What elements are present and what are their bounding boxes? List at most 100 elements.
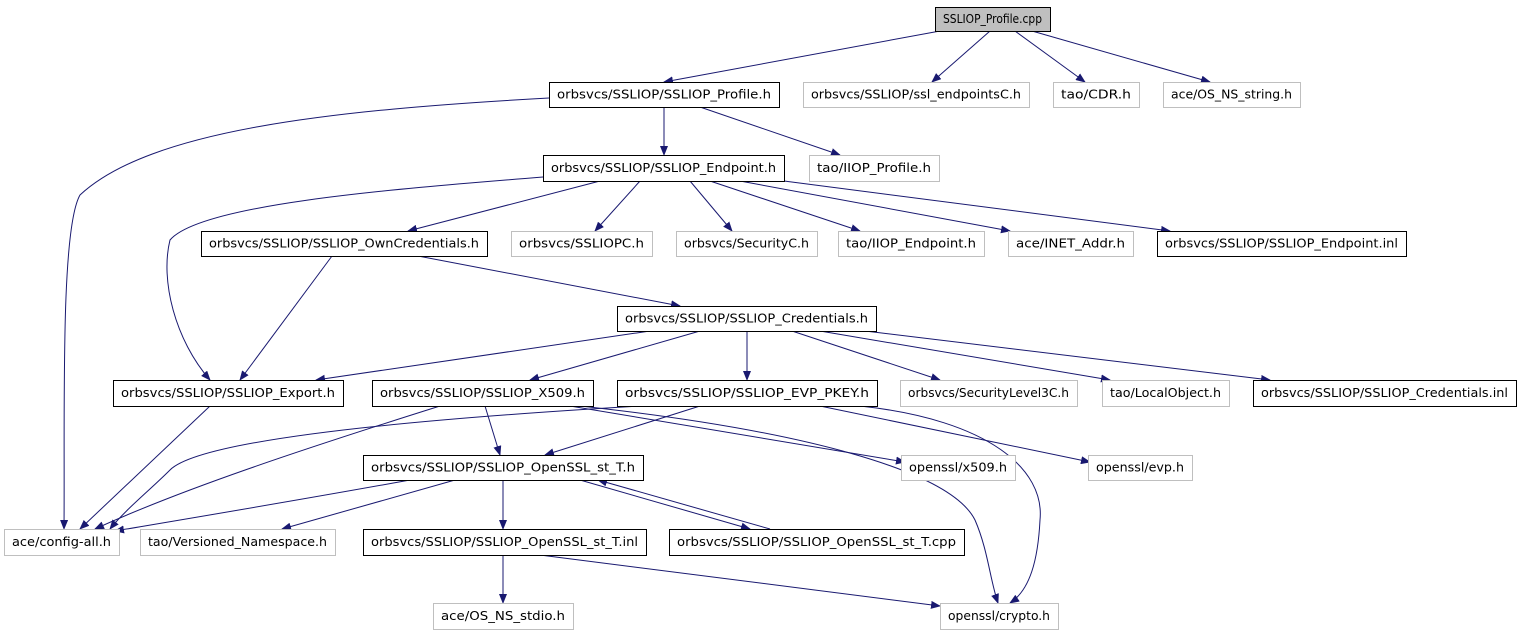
node-openssl_st_h[interactable]: orbsvcs/SSLIOP/SSLIOP_OpenSSL_st_T.h — [363, 455, 644, 481]
node-seclevel3C: orbsvcs/SecurityLevel3C.h — [900, 380, 1078, 407]
node-label: openssl/crypto.h — [948, 609, 1050, 623]
node-cred_inl[interactable]: orbsvcs/SSLIOP/SSLIOP_Credentials.inl — [1253, 380, 1517, 407]
node-label: SSLIOP_Profile.cpp — [943, 12, 1042, 26]
node-endpoint_inl[interactable]: orbsvcs/SSLIOP/SSLIOP_Endpoint.inl — [1157, 231, 1407, 257]
node-label: ace/OS_NS_string.h — [1171, 88, 1292, 102]
node-box — [1253, 380, 1517, 407]
node-box — [1157, 231, 1407, 257]
node-box — [511, 231, 653, 257]
edges-layer — [60, 30, 1271, 609]
node-endpoint_h[interactable]: orbsvcs/SSLIOP/SSLIOP_Endpoint.h — [543, 155, 785, 182]
node-label: openssl/evp.h — [1096, 461, 1184, 475]
edge-x509_h-to-openssl_x509 — [569, 405, 906, 465]
node-openssl_st_cpp[interactable]: orbsvcs/SSLIOP/SSLIOP_OpenSSL_st_T.cpp — [669, 529, 965, 556]
node-box — [676, 231, 818, 257]
node-box — [372, 380, 594, 407]
node-profile_h[interactable]: orbsvcs/SSLIOP/SSLIOP_Profile.h — [549, 82, 780, 108]
node-openssl_crypto: openssl/crypto.h — [940, 603, 1059, 630]
node-localobject: tao/LocalObject.h — [1102, 380, 1230, 407]
node-versioned_ns: tao/Versioned_Namespace.h — [140, 529, 336, 556]
edge-evp_pkey_h-to-openssl_st_h — [544, 405, 701, 457]
edge-endpoint_h-to-export_h — [166, 176, 544, 381]
edge-root-to-cdr — [1014, 30, 1086, 83]
node-openssl_st_inl[interactable]: orbsvcs/SSLIOP/SSLIOP_OpenSSL_st_T.inl — [363, 529, 647, 556]
node-label: orbsvcs/SSLIOP/SSLIOP_OpenSSL_st_T.cpp — [677, 535, 956, 549]
node-openssl_x509: openssl/x509.h — [901, 455, 1016, 481]
node-iiop_profile: tao/IIOP_Profile.h — [809, 155, 940, 182]
node-box — [838, 231, 985, 257]
node-export_h[interactable]: orbsvcs/SSLIOP/SSLIOP_Export.h — [113, 380, 344, 407]
edge-root-to-profile_h — [663, 30, 941, 85]
node-evp_pkey_h[interactable]: orbsvcs/SSLIOP/SSLIOP_EVP_PKEY.h — [617, 380, 878, 407]
node-box — [363, 455, 644, 481]
node-box — [809, 155, 940, 182]
node-box — [140, 529, 336, 556]
node-label: orbsvcs/SSLIOP/SSLIOP_OpenSSL_st_T.h — [371, 461, 635, 475]
node-label: orbsvcs/SSLIOP/SSLIOP_Credentials.h — [625, 312, 868, 326]
node-box — [1088, 455, 1193, 481]
node-ssl_endpointsC: orbsvcs/SSLIOP/ssl_endpointsC.h — [803, 82, 1030, 108]
node-box — [1102, 380, 1230, 407]
node-inet_addr: ace/INET_Addr.h — [1008, 231, 1134, 257]
node-owncred_h[interactable]: orbsvcs/SSLIOP/SSLIOP_OwnCredentials.h — [201, 231, 488, 257]
node-box — [543, 155, 785, 182]
edge-endpoint_h-to-endpoint_inl — [783, 180, 1171, 234]
node-box — [617, 306, 877, 332]
edge-profile_h-to-iiop_profile — [699, 106, 841, 156]
node-label: orbsvcs/SSLIOP/SSLIOP_Endpoint.h — [551, 161, 776, 175]
node-label: tao/Versioned_Namespace.h — [148, 535, 327, 549]
node-label: orbsvcs/SecurityLevel3C.h — [908, 386, 1069, 400]
node-label: tao/IIOP_Endpoint.h — [846, 237, 976, 251]
node-box — [201, 231, 488, 257]
node-box — [935, 7, 1051, 32]
node-label: orbsvcs/SSLIOP/SSLIOP_OpenSSL_st_T.inl — [371, 535, 638, 549]
node-box — [4, 529, 120, 556]
edge-x509_h-to-openssl_st_h — [484, 405, 502, 456]
node-label: ace/OS_NS_stdio.h — [441, 609, 565, 623]
node-label: orbsvcs/SSLIOP/SSLIOP_Export.h — [121, 386, 335, 400]
node-cred_h[interactable]: orbsvcs/SSLIOP/SSLIOP_Credentials.h — [617, 306, 877, 332]
node-root[interactable]: SSLIOP_Profile.cpp — [935, 7, 1051, 32]
edge-endpoint_h-to-sslIOPC — [594, 180, 641, 232]
nodes-layer: SSLIOP_Profile.cpp orbsvcs/SSLIOP/SSLIOP_… — [4, 7, 1517, 630]
edge-profile_h-to-config_all — [60, 97, 550, 530]
edge-x509_h-to-config_all — [94, 405, 441, 530]
node-label: orbsvcs/SSLIOP/ssl_endpointsC.h — [811, 88, 1021, 102]
node-openssl_evp: openssl/evp.h — [1088, 455, 1193, 481]
node-box — [617, 380, 878, 407]
node-os_ns_string: ace/OS_NS_string.h — [1163, 82, 1301, 108]
edge-export_h-to-config_all — [79, 405, 211, 530]
edge-openssl_st_inl-to-openssl_crypto — [539, 554, 941, 609]
edge-root-to-ssl_endpointsC — [931, 30, 991, 83]
edge-x509_h-to-openssl_crypto — [579, 405, 999, 604]
node-config_all: ace/config-all.h — [4, 529, 120, 556]
node-label: tao/IIOP_Profile.h — [817, 161, 931, 175]
node-box — [803, 82, 1030, 108]
edge-cred_h-to-export_h — [315, 330, 651, 383]
node-label: tao/CDR.h — [1061, 88, 1131, 102]
node-label: orbsvcs/SSLIOP/SSLIOP_Credentials.inl — [1261, 386, 1508, 400]
edge-openssl_st_h-to-versioned_ns — [281, 479, 456, 531]
edge-endpoint_h-to-iiop_endpoint — [709, 180, 861, 232]
edge-evp_pkey_h-to-config_all — [109, 405, 641, 530]
node-iiop_endpoint: tao/IIOP_Endpoint.h — [838, 231, 985, 257]
edge-openssl_st_h-to-config_all — [114, 479, 411, 534]
node-label: orbsvcs/SSLIOP/SSLIOP_X509.h — [380, 386, 585, 400]
node-box — [549, 82, 780, 108]
edge-cred_h-to-seclevel3C — [791, 330, 941, 381]
node-securityC: orbsvcs/SecurityC.h — [676, 231, 818, 257]
edge-endpoint_h-to-inet_addr — [739, 180, 1011, 234]
node-label: orbsvcs/SSLIOP/SSLIOP_Profile.h — [557, 88, 771, 102]
edge-owncred_h-to-export_h — [239, 255, 333, 381]
node-sslIOPC: orbsvcs/SSLIOPC.h — [511, 231, 653, 257]
node-label: tao/LocalObject.h — [1110, 386, 1221, 400]
node-label: orbsvcs/SSLIOPC.h — [519, 237, 644, 251]
edge-evp_pkey_h-to-openssl_evp — [819, 405, 1091, 465]
node-box — [1008, 231, 1134, 257]
edge-root-to-os_ns_string — [1031, 30, 1211, 84]
edge-openssl_st_h-to-openssl_st_cpp — [579, 479, 751, 531]
node-os_ns_stdio: ace/OS_NS_stdio.h — [433, 603, 574, 630]
edge-endpoint_h-to-owncred_h — [407, 180, 601, 233]
node-x509_h[interactable]: orbsvcs/SSLIOP/SSLIOP_X509.h — [372, 380, 594, 407]
